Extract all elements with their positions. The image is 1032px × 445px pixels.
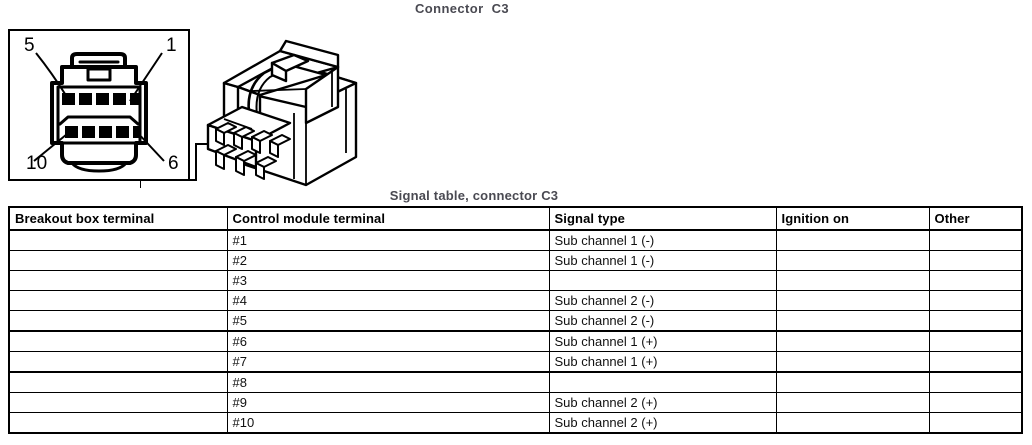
cell-breakout-box-terminal [8, 392, 228, 413]
cell-breakout-box-terminal [8, 351, 228, 373]
cell-control-module-terminal: #1 [226, 229, 550, 251]
cell-breakout-box-terminal [8, 270, 228, 291]
cell-breakout-box-terminal [8, 229, 228, 251]
cell-other [928, 290, 1023, 311]
cell-control-module-terminal: #5 [226, 310, 550, 332]
column-header-control-module-terminal: Control module terminal [226, 206, 550, 231]
cell-signal-type: Sub channel 1 (-) [548, 250, 777, 271]
connector-isometric-drawing-icon [206, 39, 358, 187]
cell-ignition-on [775, 229, 930, 251]
column-header-signal-type: Signal type [548, 206, 777, 231]
cell-other [928, 392, 1023, 413]
pin-label-1: 1 [166, 35, 177, 56]
cell-control-module-terminal: #3 [226, 270, 550, 291]
connector-face-diagram: 5 1 10 6 [8, 29, 190, 181]
cell-breakout-box-terminal [8, 290, 228, 311]
cell-control-module-terminal: #2 [226, 250, 550, 271]
pin-slots-top-row [62, 93, 140, 105]
connector-face-pinout-icon [33, 52, 165, 173]
cell-signal-type [548, 270, 777, 291]
cell-other [928, 310, 1023, 332]
table-header-row: Breakout box terminal Control module ter… [8, 206, 1023, 231]
cell-signal-type: Sub channel 1 (-) [548, 229, 777, 251]
cell-ignition-on [775, 412, 930, 434]
signal-table: Breakout box terminal Control module ter… [8, 206, 1023, 434]
cell-control-module-terminal: #9 [226, 392, 550, 413]
cell-breakout-box-terminal [8, 412, 228, 434]
cell-ignition-on [775, 270, 930, 291]
cell-other [928, 250, 1023, 271]
cell-ignition-on [775, 330, 930, 352]
cell-other [928, 412, 1023, 434]
cell-control-module-terminal: #10 [226, 412, 550, 434]
pin-leader-lines [33, 52, 165, 162]
cell-signal-type: Sub channel 1 (+) [548, 351, 777, 373]
cell-ignition-on [775, 351, 930, 373]
cell-ignition-on [775, 310, 930, 332]
signal-table-container: Breakout box terminal Control module ter… [8, 206, 1023, 434]
terminal-blades-upper [215, 122, 291, 158]
cell-signal-type [548, 371, 777, 393]
cell-control-module-terminal: #6 [226, 330, 550, 352]
pin-label-5: 5 [24, 35, 35, 56]
cell-breakout-box-terminal [8, 250, 228, 271]
cell-ignition-on [775, 392, 930, 413]
cell-ignition-on [775, 371, 930, 393]
column-header-breakout-box-terminal: Breakout box terminal [8, 206, 228, 231]
cell-other [928, 371, 1023, 393]
pin-label-10: 10 [26, 153, 48, 174]
cell-signal-type: Sub channel 2 (+) [548, 392, 777, 413]
table-row: #8 [8, 371, 1023, 393]
cell-control-module-terminal: #7 [226, 351, 550, 373]
column-header-other: Other [928, 206, 1023, 231]
page-title: Connector C3 [414, 1, 510, 16]
cell-other [928, 330, 1023, 352]
cell-control-module-terminal: #4 [226, 290, 550, 311]
cell-other [928, 351, 1023, 373]
cell-breakout-box-terminal [8, 310, 228, 332]
cell-signal-type: Sub channel 2 (-) [548, 310, 777, 332]
cell-ignition-on [775, 290, 930, 311]
table-row: #3 [8, 270, 1023, 291]
column-header-ignition-on: Ignition on [775, 206, 930, 231]
cell-ignition-on [775, 250, 930, 271]
cell-other [928, 229, 1023, 251]
pin-slots-bottom-row [65, 126, 140, 138]
terminal-blades-lower [215, 144, 277, 180]
cell-signal-type: Sub channel 1 (+) [548, 330, 777, 352]
cell-signal-type: Sub channel 2 (+) [548, 412, 777, 434]
pin-label-6: 6 [168, 153, 179, 174]
cell-other [928, 270, 1023, 291]
cell-breakout-box-terminal [8, 371, 228, 393]
cell-breakout-box-terminal [8, 330, 228, 352]
cell-control-module-terminal: #8 [226, 371, 550, 393]
cell-signal-type: Sub channel 2 (-) [548, 290, 777, 311]
signal-table-caption: Signal table, connector C3 [389, 188, 559, 203]
